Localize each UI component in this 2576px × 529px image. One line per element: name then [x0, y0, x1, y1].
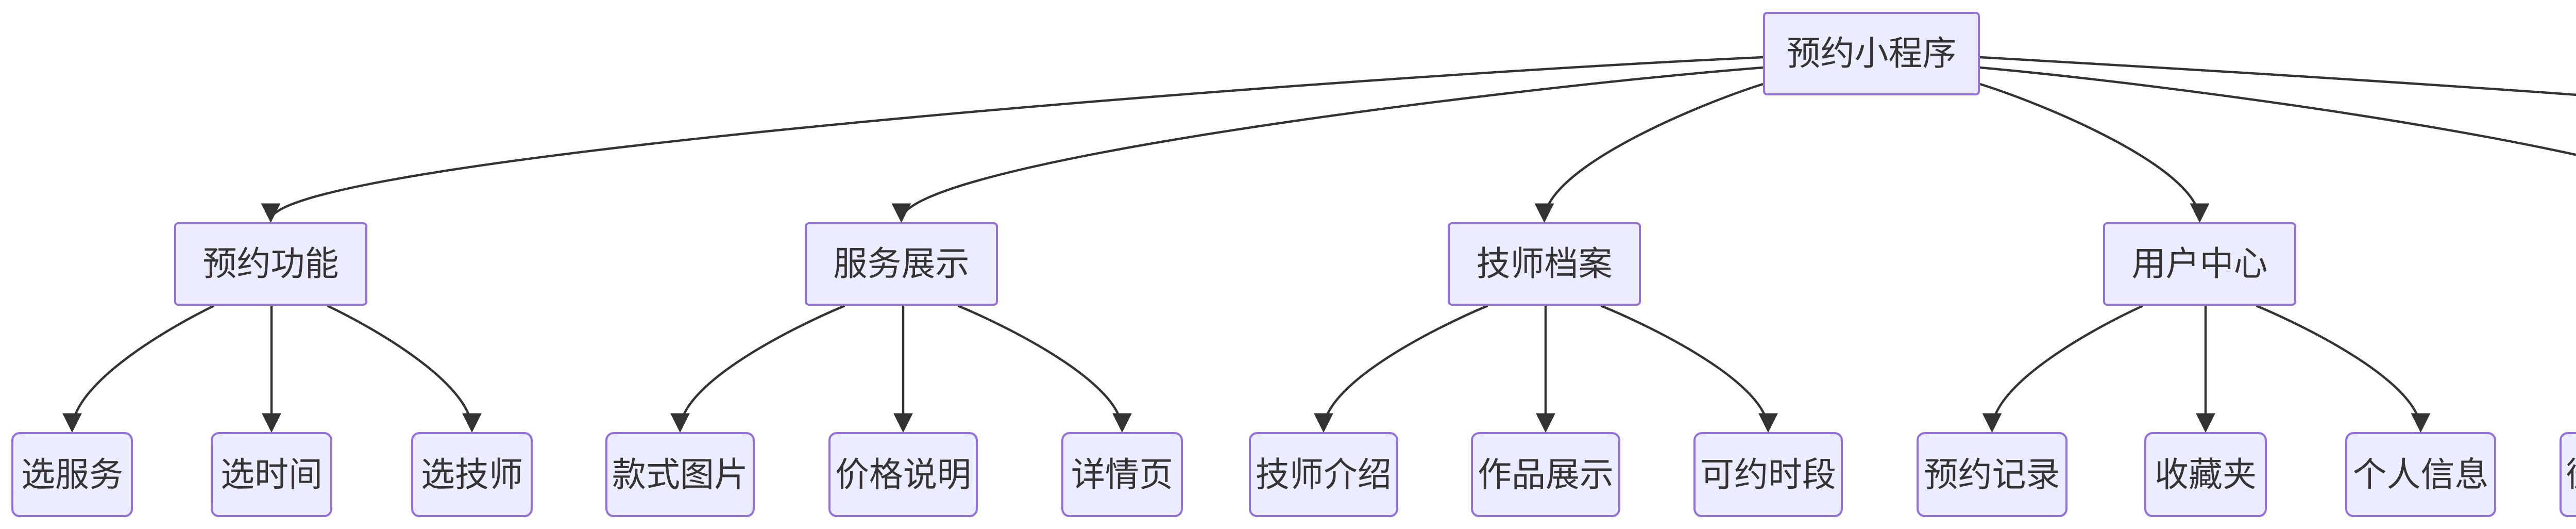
node-favorites-label: 收藏夹: [2155, 454, 2257, 494]
edge-tech-tech-intro: [1314, 304, 1488, 433]
node-available-slots: 可约时段: [1693, 432, 1843, 517]
edge-service-style-photos: [670, 304, 845, 433]
node-booking-records-label: 预约记录: [1924, 454, 2060, 494]
node-user-center: 用户中心: [2103, 222, 2296, 306]
edge-root-notify: [1979, 66, 2576, 156]
node-booking-feature: 预约功能: [174, 222, 367, 306]
node-technician-intro: 技师介绍: [1249, 432, 1398, 517]
node-portfolio-label: 作品展示: [1478, 454, 1614, 494]
node-price-info-label: 价格说明: [835, 454, 971, 494]
node-booking-records: 预约记录: [1917, 432, 2067, 517]
edge-root-user: [1979, 82, 2210, 223]
node-technician-intro-label: 技师介绍: [1256, 454, 1392, 494]
node-service-display-label: 服务展示: [833, 244, 970, 284]
node-favorites: 收藏夹: [2144, 432, 2267, 517]
node-technician-profile: 技师档案: [1448, 222, 1641, 306]
node-detail-page-label: 详情页: [1071, 454, 1173, 494]
node-booking-miniapp: 预约小程序: [1763, 12, 1980, 95]
node-price-info: 价格说明: [828, 432, 978, 517]
node-wechat-notice: 微信通知: [2560, 432, 2576, 517]
edge-service-detail-page: [957, 304, 1132, 433]
node-choose-technician: 选技师: [411, 432, 533, 517]
node-personal-info: 个人信息: [2345, 432, 2496, 517]
edge-root-pay: [1979, 56, 2576, 96]
edge-booking-sel-tech: [327, 304, 482, 433]
edge-tech-slots: [1600, 304, 1778, 433]
node-choose-technician-label: 选技师: [421, 454, 523, 494]
node-style-photos-label: 款式图片: [612, 454, 748, 494]
node-wechat-notice-label: 微信通知: [2566, 457, 2576, 492]
edge-user-records: [1982, 304, 2144, 433]
node-choose-service-label: 选服务: [21, 454, 123, 494]
node-user-center-label: 用户中心: [2131, 244, 2268, 284]
edge-booking-sel-service: [62, 304, 215, 433]
node-available-slots-label: 可约时段: [1700, 454, 1836, 494]
node-booking-miniapp-label: 预约小程序: [1786, 34, 1957, 73]
node-choose-time: 选时间: [211, 432, 332, 517]
edge-root-booking: [261, 56, 1764, 223]
node-technician-profile-label: 技师档案: [1476, 244, 1613, 284]
node-service-display: 服务展示: [805, 222, 998, 306]
edge-root-tech: [1534, 82, 1764, 223]
node-choose-service: 选服务: [11, 432, 133, 517]
node-personal-info-label: 个人信息: [2352, 454, 2489, 494]
node-choose-time-label: 选时间: [221, 454, 323, 494]
edge-user-personal: [2256, 304, 2431, 433]
node-portfolio: 作品展示: [1471, 432, 1620, 517]
edge-root-service: [891, 66, 1764, 223]
node-style-photos: 款式图片: [605, 432, 755, 517]
node-detail-page: 详情页: [1061, 432, 1183, 517]
node-booking-feature-label: 预约功能: [202, 244, 339, 284]
